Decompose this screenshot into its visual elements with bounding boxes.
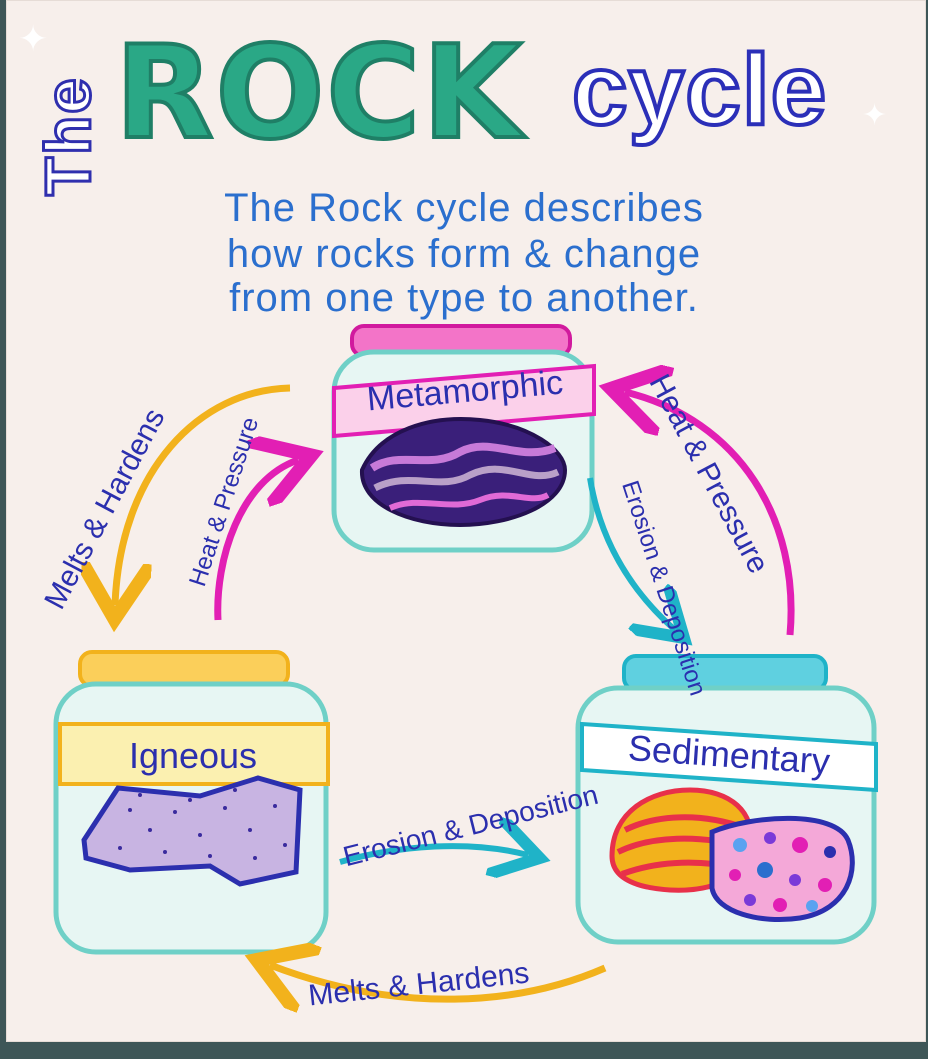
arrow-metamorphic-to-igneous [115, 384, 291, 605]
description-line-2: how rocks form & change [226, 232, 702, 276]
igneous-label: Igneous [128, 735, 258, 776]
description-line-3: from one type to another. [229, 276, 699, 320]
sparkle-icon: ✦ [862, 99, 888, 132]
conglomerate-pebbles [729, 832, 836, 912]
arrow-igneous-to-sedimentary [339, 846, 528, 862]
sedimentary-jar [575, 654, 878, 945]
arrow-sedimentary-to-metamorphic [625, 392, 795, 636]
igneous-rock-speckles [118, 788, 287, 860]
igneous-jar-label-band [58, 722, 330, 786]
arrow-sedimentary-to-igneous [270, 965, 607, 999]
sedimentary-jar-lid [622, 654, 828, 692]
igneous-jar [53, 650, 330, 955]
metamorphic-jar [331, 324, 596, 553]
sparkle-icon: ✦ [18, 18, 49, 59]
igneous-jar-lid [78, 650, 290, 688]
description-line-1: The Rock cycle describes [224, 186, 704, 230]
metamorphic-jar-label-band [332, 363, 596, 439]
arrow-igneous-to-metamorphic [214, 460, 298, 621]
arrow-metamorphic-to-sedimentary [587, 477, 675, 630]
sedimentary-jar-label-band [580, 721, 878, 793]
title-cycle: cycle [570, 34, 828, 146]
title-rock: ROCK [113, 19, 524, 168]
sedimentary-rock-conglomerate [709, 815, 855, 923]
igneous-rock [81, 775, 303, 887]
